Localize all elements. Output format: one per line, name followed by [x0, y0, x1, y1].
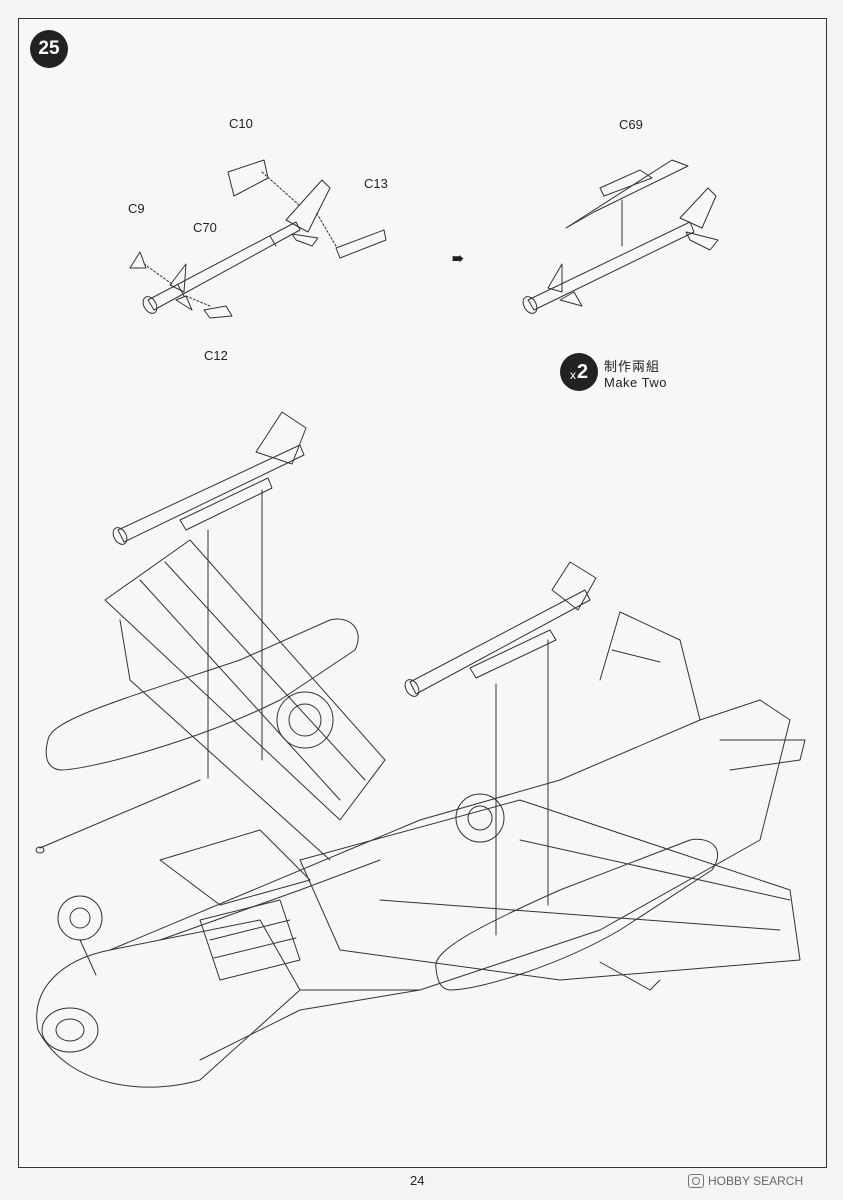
multiplier-number: 2 — [576, 360, 589, 383]
multiplier-x: x — [569, 368, 576, 382]
part-label-c9: C9 — [128, 201, 145, 216]
make-two-badge: x 2 — [560, 353, 598, 391]
aircraft-fuselage — [36, 611, 806, 1088]
watermark-text: HOBBY SEARCH — [708, 1174, 804, 1188]
aircraft-left-wing — [35, 539, 386, 861]
make-two-label-chinese: 制作兩組 — [604, 360, 661, 375]
part-label-c12: C12 — [204, 348, 228, 363]
hobby-search-logo-icon — [688, 1174, 704, 1188]
watermark: HOBBY SEARCH — [688, 1174, 803, 1188]
part-label-c70: C70 — [193, 220, 217, 235]
page-number: 24 — [410, 1173, 425, 1188]
missile-exploded — [129, 159, 387, 319]
missile-left-wing — [112, 411, 307, 779]
missile-right-wing — [404, 561, 597, 936]
make-two-label-english: Make Two — [604, 375, 668, 390]
step-number-badge: 25 — [30, 30, 68, 68]
arrow-right-icon: ➠ — [452, 250, 464, 266]
part-label-c69: C69 — [619, 117, 643, 132]
part-label-c13: C13 — [364, 176, 388, 191]
missile-assembled — [522, 159, 719, 314]
part-label-c10: C10 — [229, 116, 253, 131]
page-frame — [18, 18, 827, 1168]
aircraft-right-wing — [299, 793, 801, 991]
